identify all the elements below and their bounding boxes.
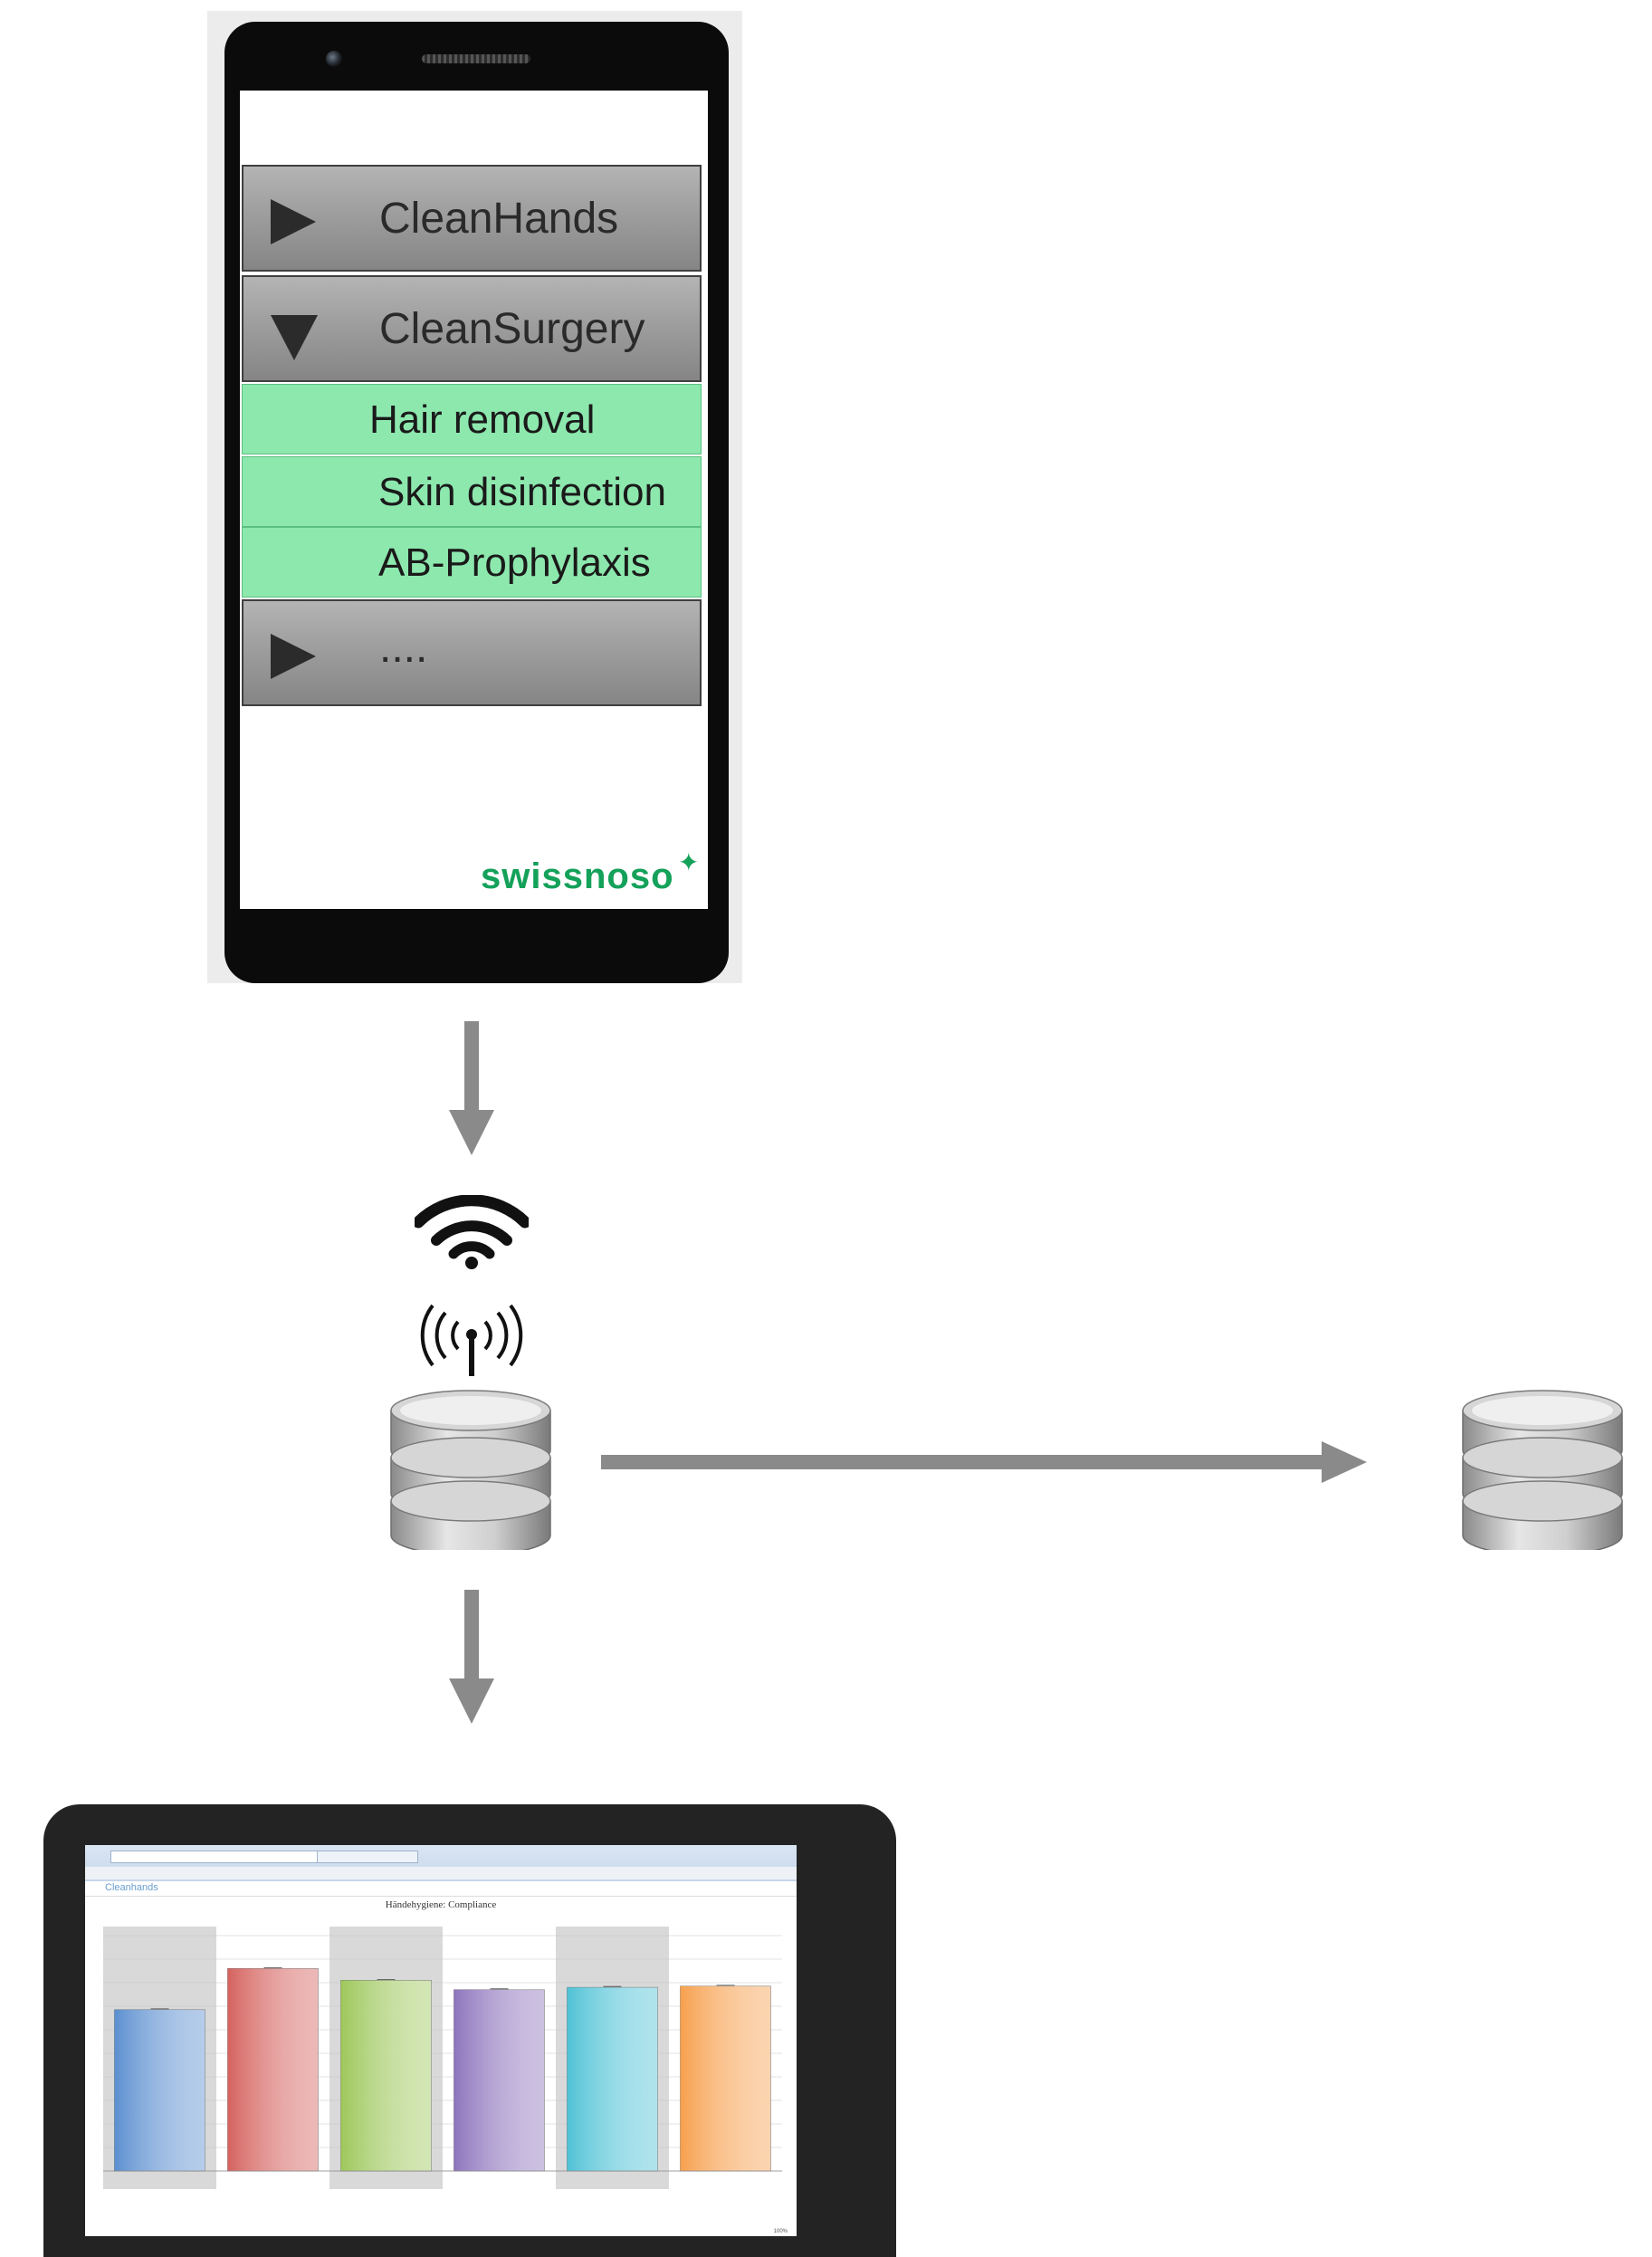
chart-bar-sheen (680, 1985, 771, 2171)
app-menu-bar: Cleanhands (85, 1881, 797, 1897)
chart-bar-sheen (454, 1989, 545, 2171)
zoom-level: 100% (773, 2229, 788, 2234)
menu-item-label: CleanSurgery (379, 305, 645, 353)
arrow-down-server-to-tablet (449, 1590, 494, 1724)
app-title[interactable]: Cleanhands (105, 1882, 158, 1893)
database-cap (400, 1396, 541, 1425)
dashboard-screen: Cleanhands Händehygiene: Compliance 100% (85, 1845, 797, 2236)
browser-tab[interactable] (317, 1851, 418, 1863)
compliance-bar-chart (103, 1927, 782, 2189)
arrow-down-phone-to-server (449, 1021, 494, 1155)
collapse-arrow-icon (271, 315, 318, 360)
subitem-ab-prophylaxis[interactable]: AB-Prophylaxis (242, 527, 702, 598)
chart-bar-sheen (227, 1968, 319, 2171)
chart-bar-sheen (567, 1987, 658, 2171)
antenna-icon (420, 1304, 523, 1376)
expand-arrow-icon (271, 199, 316, 244)
menu-item-label: .... (379, 624, 428, 672)
menu-item-label: CleanHands (379, 195, 619, 243)
arrow-right-server-to-db (601, 1441, 1367, 1483)
subitem-hair-removal[interactable]: Hair removal (242, 384, 702, 454)
database-cap (1472, 1396, 1613, 1425)
expand-arrow-icon (271, 634, 316, 679)
logo-star-icon: ✦ (678, 848, 700, 876)
browser-toolbar (85, 1845, 797, 1881)
swissnoso-logo: swissnoso (481, 856, 674, 896)
database-band-top (390, 1437, 551, 1478)
menu-item-cleansurgery[interactable]: CleanSurgery (242, 275, 702, 382)
menu-item-cleanhands[interactable]: CleanHands (242, 165, 702, 272)
database-icon (390, 1390, 551, 1550)
chart-title: Händehygiene: Compliance (385, 1899, 497, 1910)
subitem-skin-disinfection[interactable]: Skin disinfection (242, 456, 702, 527)
database-band-top (1462, 1437, 1623, 1478)
database-band-top (390, 1480, 551, 1522)
subitem-label: Hair removal (369, 397, 596, 442)
speaker-grille (422, 54, 530, 63)
favorites-bar (85, 1867, 797, 1879)
chart-bar-sheen (340, 1980, 432, 2171)
database-icon (1462, 1390, 1623, 1550)
database-band-top (1462, 1480, 1623, 1522)
wifi-icon (415, 1195, 529, 1269)
subitem-label: AB-Prophylaxis (378, 540, 651, 585)
chart-bar-sheen (114, 2009, 205, 2171)
camera-icon (326, 51, 342, 67)
phone-screen: CleanHands CleanSurgery Hair removal Ski… (240, 91, 708, 909)
menu-item-more[interactable]: .... (242, 599, 702, 706)
subitem-label: Skin disinfection (378, 470, 666, 514)
